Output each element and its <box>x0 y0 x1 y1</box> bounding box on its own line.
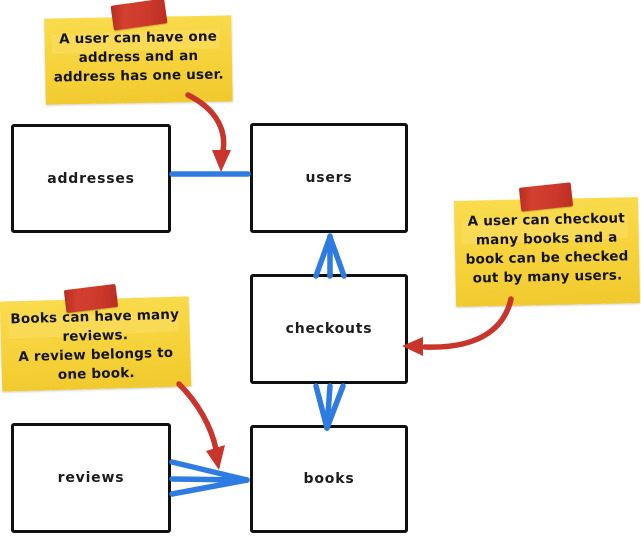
note-text-line: address has one user. <box>53 66 224 86</box>
sticky-note-user-book-checkout: A user can checkout many books and a boo… <box>453 197 641 307</box>
entity-label: checkouts <box>285 321 373 337</box>
entity-reviews: reviews <box>11 423 171 533</box>
connector-users-checkouts <box>313 234 333 279</box>
connector-reviews-books <box>169 477 250 497</box>
connector-reviews-books <box>169 476 250 483</box>
entity-books: books <box>250 425 408 533</box>
note-text-line: out by many users. <box>472 267 623 287</box>
entity-label: books <box>303 471 355 487</box>
note-text-line: address and an <box>78 47 199 67</box>
arrow-note-to-reviews-books-line <box>176 381 219 452</box>
connector-checkouts-books <box>313 383 330 431</box>
sticky-note-book-review: Books can have many reviews. A review be… <box>0 296 192 392</box>
connector-checkouts-books <box>324 383 333 431</box>
note-text-line: one book. <box>57 364 135 384</box>
entity-checkouts: checkouts <box>250 274 408 384</box>
arrowhead-down-icon <box>206 445 225 470</box>
entity-label: addresses <box>47 170 135 187</box>
entity-addresses: addresses <box>11 124 171 233</box>
connector-checkouts-books <box>324 383 346 431</box>
sticky-note-user-address: A user can have one address and an addre… <box>44 15 233 105</box>
arrow-note-to-addresses-users-line <box>185 92 227 154</box>
note-text-line: reviews. <box>62 327 129 345</box>
note-text-line: A review belongs to <box>18 344 174 366</box>
arrowhead-down-icon <box>212 150 231 172</box>
entity-label: reviews <box>57 470 125 486</box>
connector-reviews-books <box>169 459 250 483</box>
connector-users-checkouts <box>327 234 347 279</box>
entity-label: users <box>305 170 353 186</box>
entity-users: users <box>250 123 408 233</box>
